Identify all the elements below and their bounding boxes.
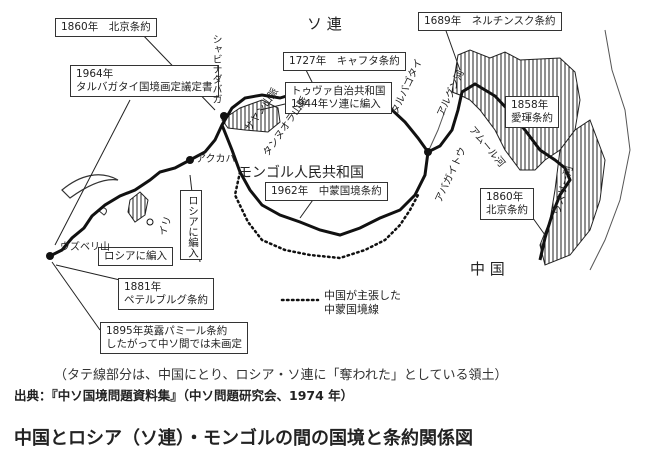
lake-balkhash [61, 174, 119, 199]
abagaitu-point [424, 148, 432, 156]
kyakhta-text: 1727年 キャフタ条約 [289, 55, 400, 67]
kyakhta-box: 1727年 キャフタ条約 [283, 52, 406, 71]
kazakh-stripes [127, 191, 149, 223]
tuva-box: トゥヴァ自治共和国 1944年ソ連に編入 [285, 82, 392, 114]
beijing-right-line1: 1860年 [486, 191, 524, 203]
argun-river [427, 107, 447, 153]
uzbel-point [46, 252, 54, 260]
mongolia-label: モンゴル人民共和国 [238, 165, 364, 181]
uzbel-label: ウズベリ山 [60, 242, 110, 253]
legend-line2: 中蒙国境線 [324, 303, 379, 316]
shabina-point [220, 112, 228, 120]
tarbagatai-line1: 1964年 [76, 68, 114, 80]
tuva-line1: トゥヴァ自治共和国 [291, 85, 386, 97]
legend-line1: 中国が主張した [324, 289, 401, 302]
petersburg-1881-box: 1881年 ペテルブルグ条約 [118, 278, 214, 310]
beijing-1860-box: 1860年 北京条約 [55, 18, 157, 37]
sino-mongol-text: 1962年 中蒙国境条約 [271, 185, 382, 197]
figure-title: 中国とロシア（ソ連）・モンゴルの間の国境と条約関係図 [14, 428, 473, 449]
beijing-1860-text: 1860年 北京条約 [61, 21, 151, 33]
nerchinsk-box: 1689年 ネルチンスク条約 [418, 12, 562, 31]
pamir-line2: したがって中ソ間では未画定 [106, 338, 242, 350]
map-caption: （タテ線部分は、中国にとり、ロシア・ソ連に「奪われた」としている領土） [54, 368, 508, 383]
ili-point [146, 218, 154, 226]
tuva-stripes [221, 99, 281, 133]
petersburg-line2: ペテルブルグ条約 [124, 294, 208, 306]
map-figure: ソ 連 モンゴル人民共和国 中 国 1860年 北京条約 1964年 タルバガタ… [46, 12, 631, 354]
shabina-label: シャビナダバガ [210, 34, 221, 104]
russia-incorporated-vertical-text: ロシアに編入 [187, 195, 199, 258]
pamir-line1: 1895年英露パミール条約 [106, 325, 228, 337]
china-label: 中 国 [470, 260, 505, 278]
tarbagatai-line2: タルバガタイ国境画定議定書 [76, 81, 213, 93]
mongolia-border [220, 124, 430, 237]
beijing-right-line2: 北京条約 [486, 204, 528, 216]
sino-mongol-1962-box: 1962年 中蒙国境条約 [265, 182, 388, 201]
aigun-box: 1858年 愛琿条約 [505, 96, 559, 128]
aklabak-point [186, 156, 194, 164]
soviet-label: ソ 連 [307, 15, 342, 33]
coast-line [589, 29, 631, 271]
claimed-border-dotted [233, 170, 420, 260]
aigun-line2: 愛琿条約 [511, 112, 553, 124]
russia-incorporated-text: ロシアに編入 [104, 250, 167, 262]
source-line: 出典：『中ソ国境問題資料集』（中ソ問題研究会、1974 年） [14, 388, 354, 403]
aigun-line1: 1858年 [511, 99, 549, 111]
pamir-1895-box: 1895年英露パミール条約 したがって中ソ間では未画定 [100, 322, 248, 354]
tuva-line2: 1944年ソ連に編入 [291, 98, 381, 110]
aklabak-label: アクカバ [196, 154, 236, 165]
tarbagatai-box: 1964年 タルバガタイ国境画定議定書 [70, 65, 219, 97]
beijing-1860-right-box: 1860年 北京条約 [480, 188, 534, 220]
legend-text: 中国が主張した 中蒙国境線 [324, 289, 401, 317]
russia-incorporated-box: ロシアに編入 [98, 247, 173, 266]
petersburg-line1: 1881年 [124, 281, 162, 293]
russia-incorporated-vertical-box: ロシアに編入 [180, 190, 202, 260]
nerchinsk-text: 1689年 ネルチンスク条約 [424, 15, 556, 27]
